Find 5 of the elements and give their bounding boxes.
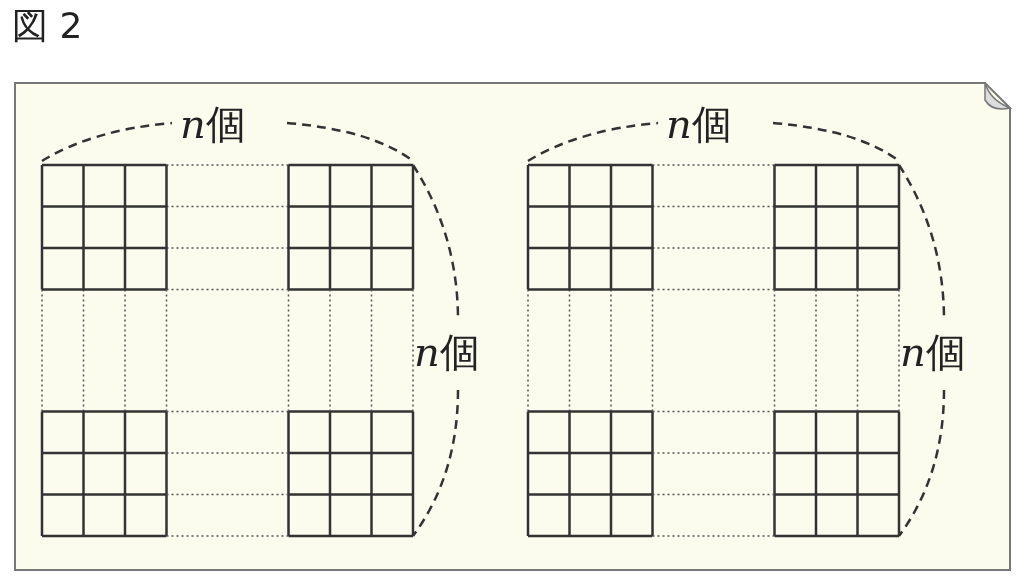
dimension-label: n個	[900, 332, 966, 372]
dimension-label: n個	[666, 104, 732, 144]
dimension-label: n個	[414, 332, 480, 372]
dimension-label: n個	[180, 104, 246, 144]
figure-title: 図 2	[12, 8, 83, 44]
